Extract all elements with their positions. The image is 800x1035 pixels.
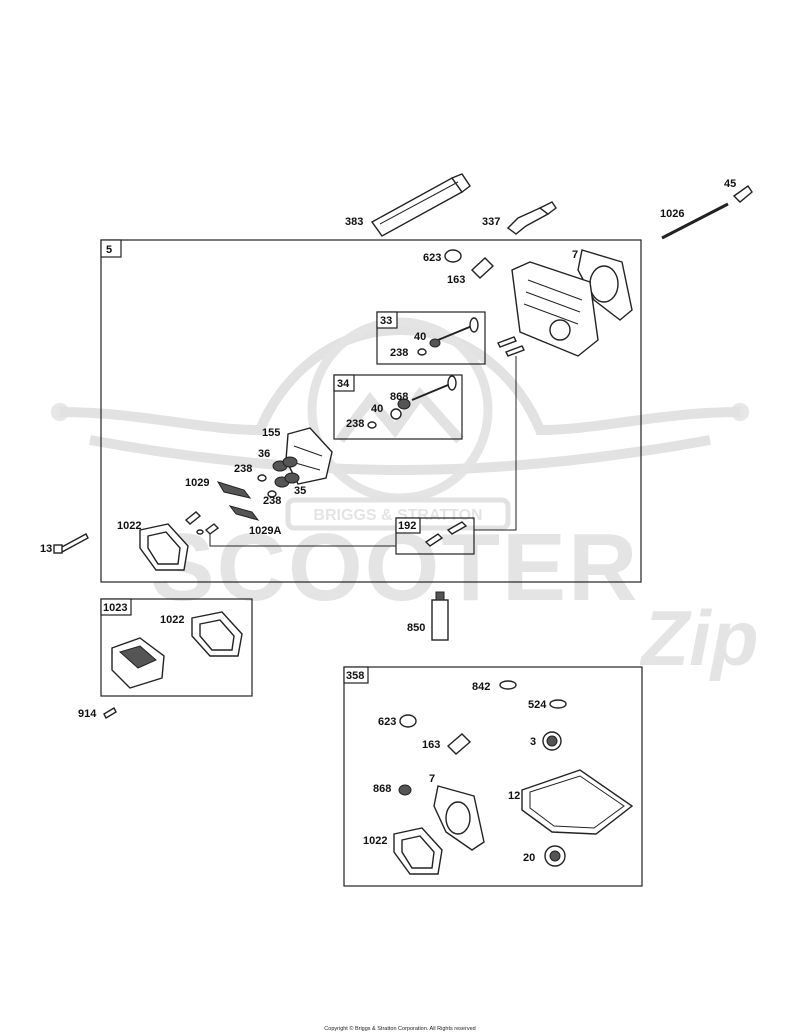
part-163-gasket: 163	[447, 257, 495, 286]
group-33-frame	[376, 311, 486, 365]
group-33-tag-box	[376, 311, 398, 329]
callout-k842: 842	[472, 681, 490, 693]
part-33-valve: 40 238	[390, 317, 479, 359]
group-5-tag-box	[100, 239, 122, 258]
part-7-head-gasket: 7	[572, 249, 633, 321]
callout-k1022: 1022	[363, 835, 387, 847]
part-192-fasteners	[424, 521, 468, 547]
callout-k524: 524	[528, 699, 547, 711]
kit-part-1022-gasket: 1022	[363, 827, 443, 875]
group-33-tag: 33	[380, 315, 392, 327]
callout-238a: 238	[390, 347, 408, 359]
callout-35: 35	[294, 485, 306, 497]
part-1022b-gasket: 1022	[160, 611, 243, 657]
callout-40a: 40	[414, 331, 426, 343]
kit-part-12-gasket: 12	[508, 769, 634, 835]
group-192-tag-box	[395, 517, 421, 534]
kit-part-3-seal: 3	[530, 731, 562, 751]
callout-238d: 238	[263, 495, 281, 507]
callout-7: 7	[572, 249, 578, 261]
part-1029-rocker-arm: 1029	[185, 477, 252, 499]
callout-13: 13	[40, 543, 52, 555]
callout-868: 868	[390, 391, 408, 403]
callout-45: 45	[724, 178, 736, 190]
group-5-frame	[100, 239, 642, 583]
part-850-sealant: 850	[407, 591, 449, 641]
kit-part-868: 868	[373, 783, 412, 796]
part-337-spark-plug: 337	[482, 201, 557, 235]
kit-part-842: 842	[472, 680, 517, 693]
callout-k868: 868	[373, 783, 391, 795]
callout-163: 163	[447, 274, 465, 286]
callout-383: 383	[345, 216, 363, 228]
part-1029A-rocker-arm: 1029A	[228, 505, 281, 537]
callout-1022b: 1022	[160, 614, 184, 626]
callout-1029: 1029	[185, 477, 209, 489]
kit-part-623: 623	[378, 714, 417, 728]
part-914-screw: 914	[78, 707, 117, 720]
callout-40b: 40	[371, 403, 383, 415]
kit-part-524: 524	[528, 699, 567, 711]
part-34-valve: 868 40 238	[346, 375, 457, 430]
part-1022-valve-cover-gasket: 1022	[117, 520, 189, 571]
leader-group-192	[209, 534, 396, 547]
group-1023-tag-box	[100, 598, 132, 616]
kit-part-20-seal: 20	[523, 845, 566, 867]
watermark: BRIGGS & STRATTON SCOOTER Zip	[51, 317, 759, 682]
callout-k3: 3	[530, 736, 536, 748]
callout-k20: 20	[523, 852, 535, 864]
group-34-tag-box	[333, 374, 355, 392]
callout-36: 36	[258, 448, 270, 460]
group-358-frame	[343, 666, 643, 887]
callout-155: 155	[262, 427, 280, 439]
group-358-tag: 358	[346, 670, 364, 682]
callout-623: 623	[423, 252, 441, 264]
group-34-frame	[333, 374, 463, 440]
part-13-bolt: 13	[40, 533, 89, 555]
watermark-badge: BRIGGS & STRATTON	[313, 507, 482, 524]
callout-850: 850	[407, 622, 425, 634]
callout-238b: 238	[346, 418, 364, 430]
group-192-frame	[395, 517, 475, 555]
callout-238c: 238	[234, 463, 252, 475]
callout-k163: 163	[422, 739, 440, 751]
callout-k7: 7	[429, 773, 435, 785]
callout-337: 337	[482, 216, 500, 228]
part-cylinder-head	[511, 261, 599, 357]
leader-192-to-head	[474, 356, 517, 531]
copyright: Copyright © Briggs & Stratton Corporatio…	[324, 1025, 475, 1032]
watermark-text: SCOOTER	[151, 514, 640, 621]
callout-k12: 12	[508, 790, 520, 802]
part-45-1026-pushrod: 45 1026	[660, 178, 753, 240]
part-1023-valve-cover	[111, 637, 165, 689]
part-valve-studs	[497, 336, 525, 357]
group-1023-frame	[100, 598, 253, 697]
part-small-screws	[184, 511, 220, 535]
part-623-ring: 623	[423, 249, 462, 264]
part-155-rocker-housing: 155	[262, 427, 333, 485]
callout-k623: 623	[378, 716, 396, 728]
kit-part-7-head-gasket: 7	[429, 773, 485, 851]
group-1023-tag: 1023	[103, 602, 127, 614]
group-358-tag-box	[343, 666, 369, 684]
group-192-tag: 192	[398, 520, 416, 532]
group-5-tag: 5	[106, 244, 112, 256]
callout-914: 914	[78, 708, 97, 720]
callout-1029A: 1029A	[249, 525, 281, 537]
callout-1022: 1022	[117, 520, 141, 532]
part-383-tool: 383	[345, 173, 471, 237]
kit-part-163: 163	[422, 733, 472, 755]
watermark-script: Zip	[640, 594, 759, 682]
part-36-springs: 36 238 238 35	[234, 448, 306, 507]
group-34-tag: 34	[337, 378, 350, 390]
callout-1026: 1026	[660, 208, 684, 220]
